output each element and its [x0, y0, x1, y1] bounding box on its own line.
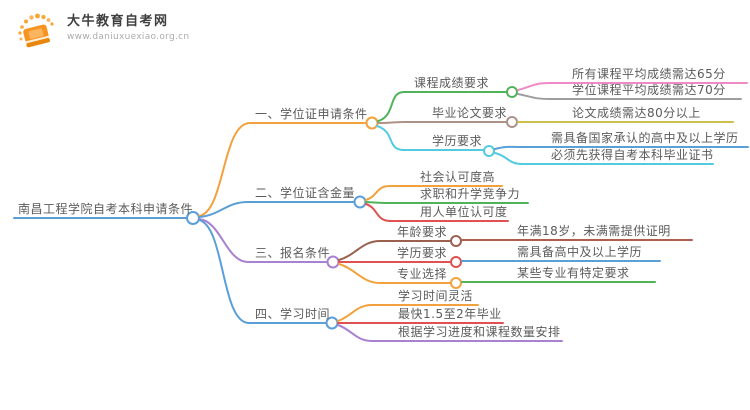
leaf-connector	[365, 185, 503, 201]
leaf-label: 某些专业有特定要求	[517, 265, 630, 280]
branch-label: 三、报名条件	[255, 245, 330, 260]
leaf-label: 需具备高中及以上学历	[517, 244, 642, 259]
leaf-connector	[337, 324, 563, 342]
leaf-label: 学位课程平均成绩需达70分	[572, 82, 726, 97]
leaf-label: 根据学习进度和课程数量安排	[398, 324, 561, 339]
leaf-label: 必须先获得自考本科毕业证书	[551, 147, 714, 162]
leaf-connector	[517, 93, 742, 100]
leaf-connector	[337, 304, 479, 322]
subnode-label: 学历要求	[432, 133, 482, 148]
leaf-connector	[365, 201, 529, 204]
subnode-label: 毕业论文要求	[432, 105, 507, 120]
leaf-label: 年满18岁，未满需提供证明	[517, 223, 671, 238]
logo-title: 大牛教育自考网	[67, 14, 169, 29]
subnode-junction-dot	[450, 235, 462, 247]
leaf-label: 需具备国家承认的高中及以上学历	[551, 130, 739, 145]
subnode-connector	[338, 263, 451, 284]
branch-4-connector	[198, 219, 327, 324]
subnode-junction-dot	[450, 277, 462, 289]
branch-2-connector	[198, 201, 355, 218]
leaf-connector	[365, 203, 509, 222]
subnode-connector	[338, 240, 451, 261]
subnode-connector	[376, 125, 484, 151]
leaf-label: 用人单位认可度	[420, 204, 508, 219]
logo-url: www.daniuxuexiao.org.cn	[67, 32, 190, 42]
subnode-connector	[377, 91, 507, 122]
subnode-connector	[377, 121, 507, 124]
subnode-label: 学历要求	[397, 245, 447, 260]
branch-2-junction-dot	[353, 195, 367, 209]
leaf-label: 最快1.5至2年毕业	[398, 307, 502, 321]
leaf-label: 社会认可度高	[420, 169, 495, 184]
leaf-label: 论文成绩需达80分以上	[572, 105, 701, 120]
subnode-label: 课程成绩要求	[414, 75, 489, 90]
leaf-connector	[494, 145, 749, 150]
logo-book-icon	[18, 13, 54, 48]
subnode-junction-dot	[506, 86, 518, 98]
branch-1-connector	[198, 122, 366, 217]
branch-3-connector	[198, 218, 328, 263]
subnode-junction-dot	[450, 256, 462, 268]
branch-label: 一、学位证申请条件	[255, 106, 368, 121]
branch-1-junction-dot	[365, 116, 379, 130]
subnode-junction-dot	[506, 116, 518, 128]
branch-label: 二、学位证含金量	[255, 185, 355, 200]
leaf-label: 求职和升学竞争力	[420, 186, 520, 201]
site-logo[interactable]: 大牛教育自考网 www.daniuxuexiao.org.cn	[14, 6, 189, 52]
subnode-junction-dot	[483, 145, 495, 157]
leaf-label: 学习时间灵活	[398, 288, 473, 303]
leaf-connector	[517, 82, 748, 91]
leaf-connector	[494, 152, 714, 165]
subnode-label: 年龄要求	[397, 225, 447, 239]
branch-label: 四、学习时间	[255, 306, 330, 321]
subnode-label: 专业选择	[397, 266, 447, 281]
leaf-label: 所有课程平均成绩需达65分	[572, 66, 726, 81]
logo-text: 大牛教育自考网 www.daniuxuexiao.org.cn	[67, 6, 189, 42]
root-label: 南昌工程学院自考本科申请条件	[18, 201, 193, 216]
